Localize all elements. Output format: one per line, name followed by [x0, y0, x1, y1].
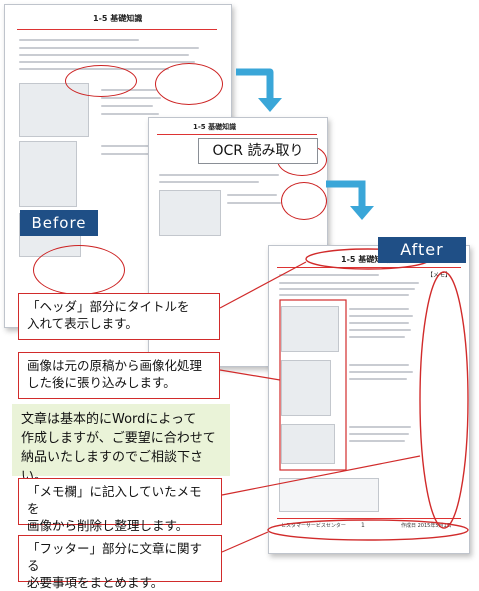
floor-plan-image: [19, 141, 77, 207]
down-arrow-head-icon: [350, 206, 374, 220]
word-format-note: 文章は基本的にWordによって 作成しますが、ご要望に合わせて 納品いたしますの…: [12, 404, 230, 484]
text-line: [101, 153, 161, 155]
floor-plan-image: [281, 360, 331, 416]
memo-highlight-ellipse: [419, 271, 469, 529]
text-line: [101, 113, 159, 115]
down-arrow-icon: [236, 68, 274, 100]
after-document-page: 1-5 基礎知識 【メモ】 ヒスタマーサービスセンター 1 作成日 2015年5…: [268, 245, 470, 554]
text-line: [19, 54, 189, 56]
handwritten-memo-circle: [281, 182, 327, 220]
image-callout: 画像は元の原稿から画像化処理 した後に張り込みします。: [18, 352, 220, 399]
connector-lines: [219, 261, 421, 553]
text-line: [101, 97, 161, 99]
house-image: [281, 306, 339, 352]
footer-callout: 「フッター」部分に文章に関する 必要事項をまとめます。: [18, 535, 222, 590]
handwritten-memo-circle: [65, 65, 137, 97]
text-line: [19, 61, 195, 63]
ocr-header-rule: [157, 134, 317, 135]
text-line: [349, 308, 409, 310]
text-line: [349, 426, 411, 428]
text-line: [349, 329, 411, 331]
after-header-rule: [277, 267, 461, 268]
memo-table: [279, 478, 379, 512]
header-callout: 「ヘッダ」部分にタイトルを 入れて表示します。: [18, 293, 220, 340]
house-sketch-image: [159, 190, 221, 236]
text-line: [279, 282, 419, 284]
footer-highlight-ellipse: [267, 519, 469, 541]
down-arrow-icon: [326, 180, 366, 208]
text-line: [19, 47, 199, 49]
text-line: [349, 440, 405, 442]
text-line: [349, 433, 409, 435]
before-header-rule: [17, 29, 217, 30]
map-image: [281, 424, 335, 464]
text-line: [227, 202, 281, 204]
image-highlight-box: [279, 299, 347, 471]
down-arrow-head-icon: [258, 98, 282, 112]
text-line: [279, 288, 415, 290]
text-line: [279, 274, 379, 276]
text-line: [227, 194, 277, 196]
text-line: [349, 364, 409, 366]
footer-date-text: 作成日 2015年5月1日: [401, 523, 452, 529]
text-line: [349, 315, 413, 317]
text-line: [159, 181, 259, 183]
handwritten-memo-circle: [155, 63, 223, 105]
before-label: Before: [20, 210, 98, 236]
text-line: [349, 336, 405, 338]
before-page-title: 1-5 基礎知識: [93, 14, 143, 23]
text-line: [19, 39, 139, 41]
text-line: [349, 371, 413, 373]
text-line: [159, 174, 279, 176]
after-footer-rule: [277, 518, 461, 519]
memo-callout: 「メモ欄」に記入していたメモを 画像から削除し整理します。: [18, 478, 222, 533]
text-line: [279, 294, 409, 296]
footer-page-number: 1: [361, 522, 365, 529]
ocr-label: OCR 読み取り: [198, 138, 318, 164]
text-line: [101, 145, 157, 147]
text-line: [101, 105, 153, 107]
after-page-title: 1-5 基礎知識: [341, 255, 391, 264]
text-line: [349, 378, 407, 380]
ocr-page-title: 1-5 基礎知識: [193, 123, 237, 131]
footer-left-text: ヒスタマーサービスセンター: [281, 523, 346, 529]
after-label: After: [378, 237, 466, 263]
text-line: [349, 322, 409, 324]
